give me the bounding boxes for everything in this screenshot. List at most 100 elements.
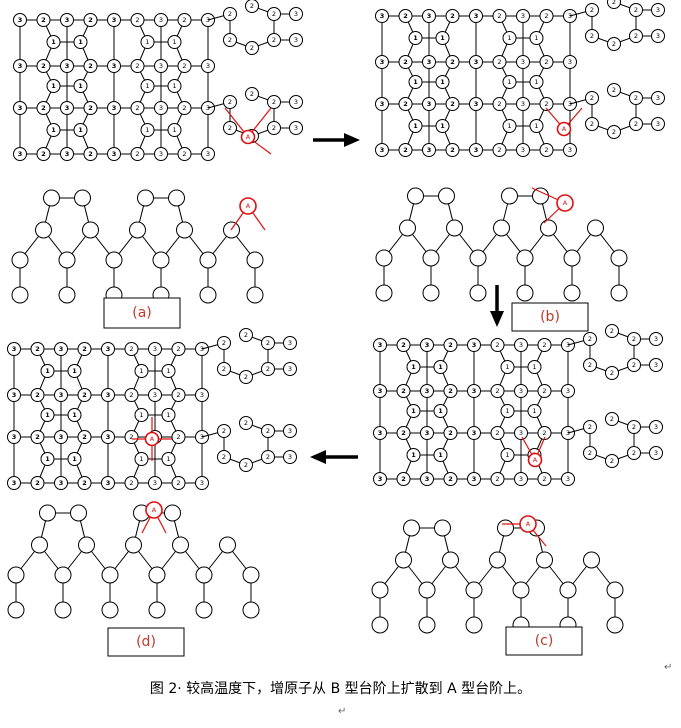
atom-label: 2 <box>450 146 455 154</box>
atom-label: 1 <box>438 451 443 459</box>
atom-node <box>199 251 217 269</box>
atom-node <box>73 35 88 49</box>
atom-node <box>605 366 619 380</box>
atom-node <box>514 384 528 398</box>
atom-node <box>492 55 507 69</box>
atom-node <box>407 187 424 205</box>
panel-label-text: (a) <box>132 305 152 321</box>
atom-node <box>516 55 530 69</box>
atom-label: 1 <box>172 82 176 90</box>
atom-label: 2 <box>590 6 594 14</box>
atom-label: 1 <box>532 407 536 415</box>
atom-label: 2 <box>88 62 93 70</box>
atom-label: 3 <box>159 104 163 112</box>
atom-node <box>36 147 51 161</box>
atom-label: 2 <box>448 341 453 349</box>
atom-node <box>107 147 121 161</box>
atom-label: A <box>152 506 157 514</box>
atom-node <box>396 426 411 440</box>
atom-node <box>627 420 641 434</box>
atom-label: 2 <box>544 58 548 66</box>
atom-node <box>83 13 98 27</box>
atom-node <box>537 384 552 398</box>
atom-label: 2 <box>495 387 499 395</box>
atom-node <box>408 31 423 45</box>
atom-node <box>60 147 74 161</box>
atom-node <box>107 13 121 27</box>
atom-label: 3 <box>159 16 163 24</box>
atom-node <box>36 101 51 115</box>
atom-label: 1 <box>411 451 416 459</box>
atom-node <box>514 338 528 352</box>
atom-node <box>651 29 665 43</box>
atom-node <box>43 189 60 207</box>
atom-node <box>396 384 411 398</box>
atom-node <box>434 519 451 537</box>
step-drawing-b: A <box>375 187 628 302</box>
atom-label: 2 <box>182 150 186 158</box>
atom-label: 2 <box>497 146 501 154</box>
atom-node <box>418 616 436 634</box>
atom-node <box>11 251 29 269</box>
atom-label: 1 <box>166 411 170 419</box>
atom-node <box>465 581 483 599</box>
atom-node <box>501 187 518 205</box>
atom-node <box>130 59 145 73</box>
atom-label: 2 <box>222 339 226 347</box>
atom-label: 2 <box>632 361 636 369</box>
atom-node <box>607 0 621 9</box>
atom-label: 2 <box>401 341 406 349</box>
atom-node <box>403 519 420 537</box>
atom-node <box>154 147 168 161</box>
atom-node <box>373 426 387 440</box>
atom-node <box>39 504 56 522</box>
atom-node <box>583 420 597 434</box>
atom-node <box>267 95 281 109</box>
atom-label: 2 <box>403 146 408 154</box>
atom-node <box>167 123 182 137</box>
atom-label: 2 <box>35 433 40 441</box>
atom-node <box>629 117 643 131</box>
atom-label: 2 <box>588 449 592 457</box>
atom-label: 3 <box>474 58 479 66</box>
atom-label: 3 <box>59 391 64 399</box>
atom-node <box>289 121 303 135</box>
atom-label: 3 <box>425 429 430 437</box>
atom-node <box>36 59 51 73</box>
atom-label: 2 <box>266 427 270 435</box>
atom-label: 3 <box>427 146 432 154</box>
atom-label: 2 <box>88 150 93 158</box>
atom-node <box>649 446 663 460</box>
atom-label: 1 <box>45 411 50 419</box>
atom-node <box>177 101 192 115</box>
atom-label: 1 <box>413 122 418 130</box>
atom-label: 3 <box>294 124 298 132</box>
atom-label: 2 <box>401 475 406 483</box>
atom-node <box>101 476 115 490</box>
atom-label: 1 <box>532 363 536 371</box>
atom-label: 2 <box>610 415 614 423</box>
lattice-c: 1111111111113232323233232323233232323233… <box>373 324 663 486</box>
atom-node <box>171 476 186 490</box>
atom-node <box>217 336 231 350</box>
atom-label: 3 <box>153 391 157 399</box>
atom-node <box>58 251 76 269</box>
atom-node <box>54 601 72 619</box>
atom-node <box>585 29 599 43</box>
atom-node <box>516 9 530 23</box>
atom-label: 3 <box>18 16 23 24</box>
atom-node <box>516 143 530 157</box>
atom-node <box>529 75 544 89</box>
atom-label: 2 <box>497 12 501 20</box>
atom-label: 2 <box>176 433 180 441</box>
atom-label: 1 <box>505 363 509 371</box>
adatom-node <box>240 129 256 145</box>
atom-label: 1 <box>413 34 418 42</box>
atom-node <box>217 362 231 376</box>
atom-node <box>420 426 434 440</box>
adatom-node <box>527 452 543 468</box>
atom-label: 1 <box>440 122 445 130</box>
atom-node <box>137 189 154 207</box>
atom-node <box>651 117 665 131</box>
